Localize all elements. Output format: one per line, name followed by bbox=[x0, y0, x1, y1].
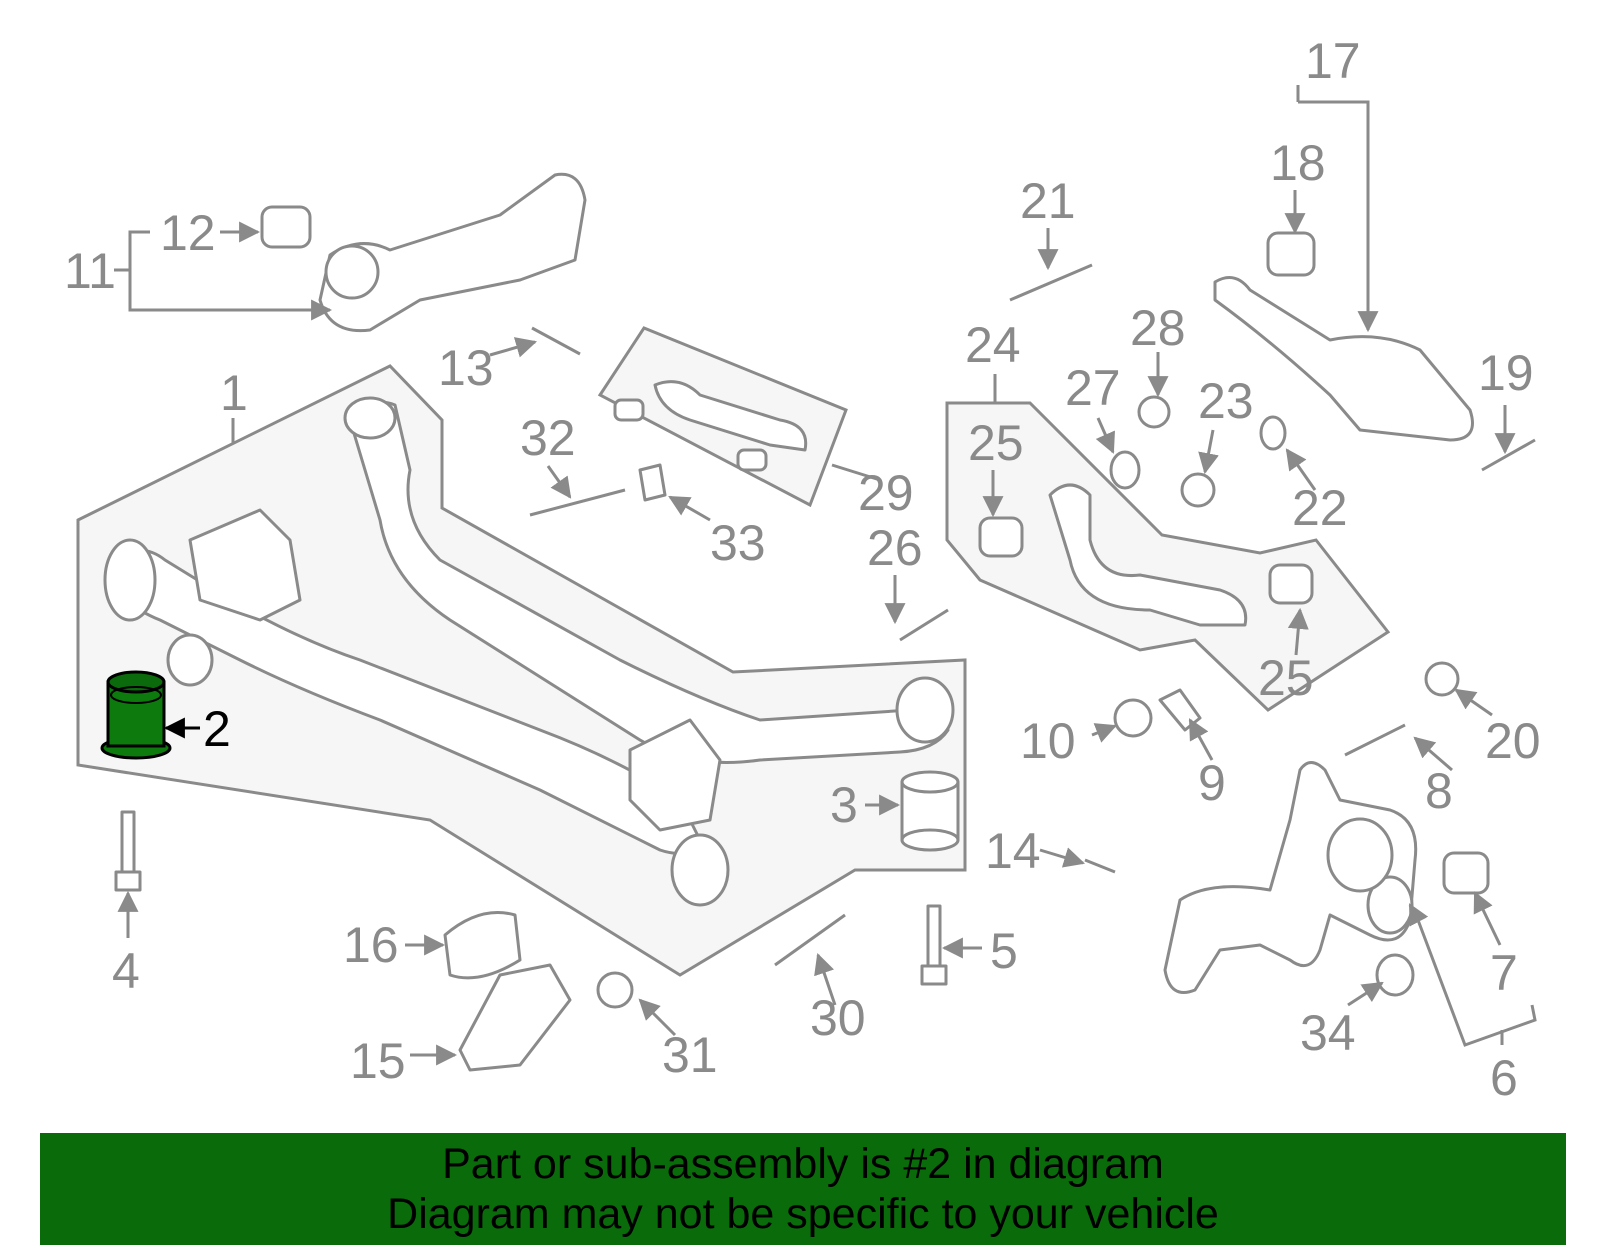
label-29: 29 bbox=[858, 465, 914, 521]
label-19: 19 bbox=[1478, 345, 1534, 401]
bolt-part-4 bbox=[114, 810, 142, 892]
label-3: 3 bbox=[830, 777, 858, 833]
banner-line-1: Part or sub-assembly is #2 in diagram bbox=[442, 1140, 1164, 1188]
label-5: 5 bbox=[990, 923, 1018, 979]
label-33: 33 bbox=[710, 515, 766, 571]
label-20: 20 bbox=[1485, 713, 1541, 769]
label-21: 21 bbox=[1020, 173, 1076, 229]
label-10: 10 bbox=[1020, 713, 1076, 769]
label-30: 30 bbox=[810, 990, 866, 1046]
subframe-group bbox=[76, 364, 967, 977]
label-13: 13 bbox=[438, 340, 494, 396]
pad-part-16 bbox=[443, 911, 522, 980]
label-9: 9 bbox=[1198, 755, 1226, 811]
label-22: 22 bbox=[1292, 480, 1348, 536]
label-27: 27 bbox=[1065, 360, 1121, 416]
label-25a: 25 bbox=[968, 415, 1024, 471]
label-15: 15 bbox=[350, 1033, 406, 1089]
label-14: 14 bbox=[985, 823, 1041, 879]
label-8: 8 bbox=[1425, 763, 1453, 819]
lateral-link-group-29 bbox=[597, 326, 848, 508]
label-4: 4 bbox=[112, 943, 140, 999]
bushing-part-3 bbox=[900, 770, 960, 852]
bracket-part-15 bbox=[458, 963, 572, 1072]
label-11: 11 bbox=[64, 243, 116, 299]
label-25b: 25 bbox=[1258, 650, 1314, 706]
label-24: 24 bbox=[965, 317, 1021, 373]
upper-arm-group-24 bbox=[945, 401, 1391, 712]
label-18: 18 bbox=[1270, 135, 1326, 191]
label-23: 23 bbox=[1198, 373, 1254, 429]
label-7: 7 bbox=[1490, 945, 1518, 1001]
label-1: 1 bbox=[220, 365, 248, 421]
label-12: 12 bbox=[160, 205, 216, 261]
lower-arm-part-17 bbox=[1213, 231, 1474, 442]
info-banner: Part or sub-assembly is #2 in diagram Di… bbox=[40, 1133, 1566, 1245]
label-32: 32 bbox=[520, 410, 576, 466]
label-31: 31 bbox=[662, 1027, 718, 1083]
label-2-highlight: 2 bbox=[203, 701, 231, 757]
label-26: 26 bbox=[867, 520, 923, 576]
label-16: 16 bbox=[343, 917, 399, 973]
banner-line-2: Diagram may not be specific to your vehi… bbox=[387, 1190, 1219, 1238]
label-34: 34 bbox=[1300, 1005, 1356, 1061]
knuckle-part-6 bbox=[1163, 761, 1418, 994]
label-17: 17 bbox=[1305, 33, 1361, 89]
bushing-part-2-highlight[interactable] bbox=[100, 670, 172, 760]
trailing-arm-part-11 bbox=[260, 172, 587, 333]
bolt-part-5 bbox=[920, 904, 948, 986]
label-6: 6 bbox=[1490, 1050, 1518, 1106]
label-28: 28 bbox=[1130, 300, 1186, 356]
callout-labels: 1 2 3 4 5 6 7 8 9 10 11 12 13 14 15 16 1… bbox=[64, 33, 1541, 1106]
